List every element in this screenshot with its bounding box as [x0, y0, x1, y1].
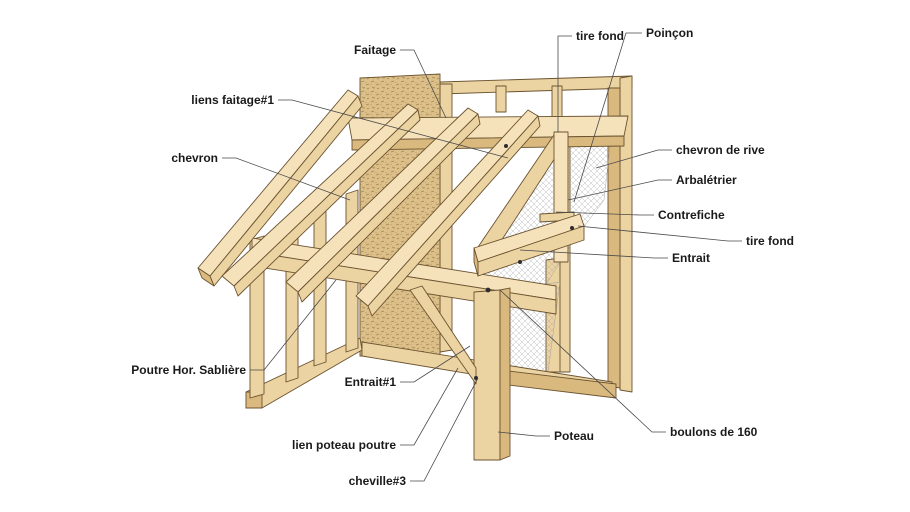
- rafters: [197, 89, 541, 317]
- label-chevron: chevron: [171, 151, 218, 165]
- leader-lien-poteau-poutre: [400, 367, 459, 446]
- leader-entrait-1: [400, 345, 471, 383]
- label-tire-fond-top: tire fond: [576, 29, 624, 43]
- leader-chevron-de-rive: [595, 149, 672, 169]
- label-liens-faitage: liens faitage#1: [191, 93, 274, 107]
- leader-faitage: [400, 49, 447, 119]
- leader-poteau: [497, 431, 550, 437]
- label-contrefiche: Contrefiche: [658, 208, 725, 222]
- leader-cheville: [410, 377, 479, 482]
- label-entrait-1: Entrait#1: [345, 375, 397, 389]
- label-entrait: Entrait: [672, 251, 710, 265]
- labels: Faitage tire fond Poinçon liens faitage#…: [131, 26, 794, 488]
- label-poutre-hor-sabliere: Poutre Hor. Sablière: [131, 363, 246, 377]
- label-lien-poteau-poutre: lien poteau poutre: [292, 438, 396, 452]
- label-chevron-de-rive: chevron de rive: [676, 143, 765, 157]
- leader-poutre-sabliere: [250, 279, 337, 371]
- post-side: [499, 287, 511, 461]
- label-tire-fond-right: tire fond: [746, 234, 794, 248]
- post: [473, 289, 501, 461]
- knee-brace: [409, 285, 477, 385]
- leader-chevron: [222, 157, 351, 201]
- leader-liens-faitage: [278, 99, 509, 159]
- label-faitage: Faitage: [354, 43, 396, 57]
- leader-contrefiche: [555, 211, 654, 216]
- label-poteau: Poteau: [554, 429, 594, 443]
- label-arbaletrier: Arbalétrier: [676, 173, 737, 187]
- bolts: [474, 144, 574, 380]
- label-poincon: Poinçon: [646, 26, 693, 40]
- leader-tire-fond-top: [557, 35, 572, 132]
- leader-lines: [222, 32, 742, 482]
- leader-arbaletrier: [567, 179, 672, 201]
- label-cheville-3: cheville#3: [349, 474, 407, 488]
- leader-poincon: [573, 32, 642, 203]
- leader-entrait: [519, 249, 668, 259]
- label-boulons-de-160: boulons de 160: [670, 425, 758, 439]
- leader-tire-fond-right: [577, 225, 742, 242]
- leader-boulons: [499, 289, 666, 433]
